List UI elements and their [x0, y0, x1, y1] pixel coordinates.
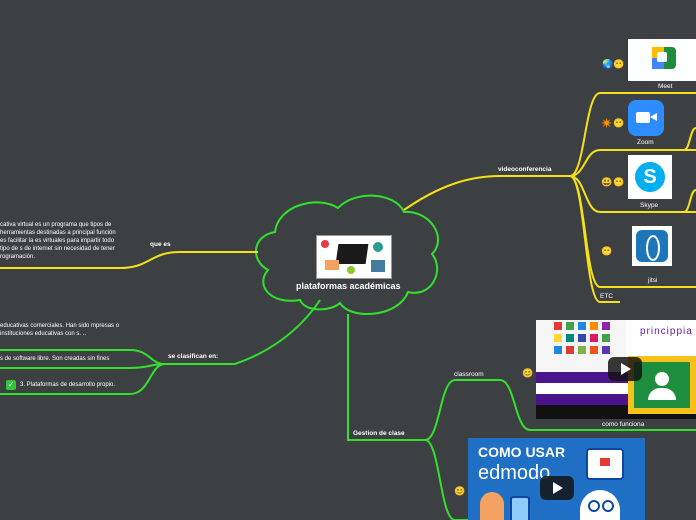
play-button-icon[interactable] — [540, 476, 574, 500]
edmodo-video-title: COMO USAR — [478, 444, 566, 460]
classroom-video-thumbnail[interactable]: princippia — [536, 320, 696, 419]
phone-illustration — [510, 496, 530, 520]
classification-item-1: educativas comerciales. Han sido mpresas… — [0, 323, 120, 337]
check-mark-icon: ✓ — [6, 380, 16, 390]
branch-se-clasifican[interactable]: se clasifican en: — [168, 353, 219, 360]
jitsi-label: jitsi — [648, 277, 658, 284]
central-topic-title[interactable]: plataformas académicas — [296, 281, 401, 291]
classification-item-2: s de software libre. Son creadas sin fin… — [0, 356, 110, 362]
meet-label: Meet — [658, 83, 673, 90]
tablet-illustration — [586, 448, 624, 480]
edmodo-video-thumbnail[interactable]: COMO USAR edmodo — [468, 438, 645, 520]
neutral-face-icon: 😶 — [613, 118, 625, 128]
play-button-icon[interactable] — [608, 357, 642, 381]
princippia-brand: princippia — [640, 326, 693, 337]
google-meet-icon[interactable] — [628, 39, 696, 81]
etc-label: ETC — [600, 293, 613, 300]
branch-videoconferencia[interactable]: videoconferencia — [498, 166, 552, 173]
neutral-face-icon: 😶 — [601, 246, 613, 256]
grinning-face-icon: 😃 — [601, 177, 613, 187]
branch-que-es[interactable]: que es — [150, 241, 171, 248]
classroom-label[interactable]: classroom — [454, 371, 484, 378]
que-es-description: cativa virtual es un programa que tipos … — [0, 222, 116, 260]
branch-gestion-de-clase[interactable]: Gestion de clase — [353, 430, 405, 437]
zoom-label: Zoom — [637, 139, 654, 146]
neutral-face-icon: 😶 — [613, 59, 625, 69]
jitsi-icon[interactable] — [632, 226, 672, 266]
central-topic-image[interactable] — [316, 235, 392, 279]
neutral-face-icon: 😶 — [613, 177, 625, 187]
classification-item-3: 3. Plataformas de desarrollo propio. — [20, 382, 116, 388]
smiling-face-icon: 😊 — [454, 486, 466, 496]
skype-label: Skype — [640, 202, 659, 209]
classroom-video-caption: como funciona — [602, 421, 645, 428]
zoom-camera-icon[interactable] — [628, 100, 664, 136]
eight-pointed-star-icon: ✴️ — [601, 118, 613, 128]
smiling-face-icon: 😊 — [522, 368, 534, 378]
globe-icon: 🌏 — [602, 59, 614, 69]
character-illustration — [480, 492, 504, 520]
edmodo-logo-text: edmodo — [478, 462, 551, 484]
skype-icon[interactable]: S — [628, 155, 672, 199]
student-avatar-icon — [580, 490, 620, 520]
